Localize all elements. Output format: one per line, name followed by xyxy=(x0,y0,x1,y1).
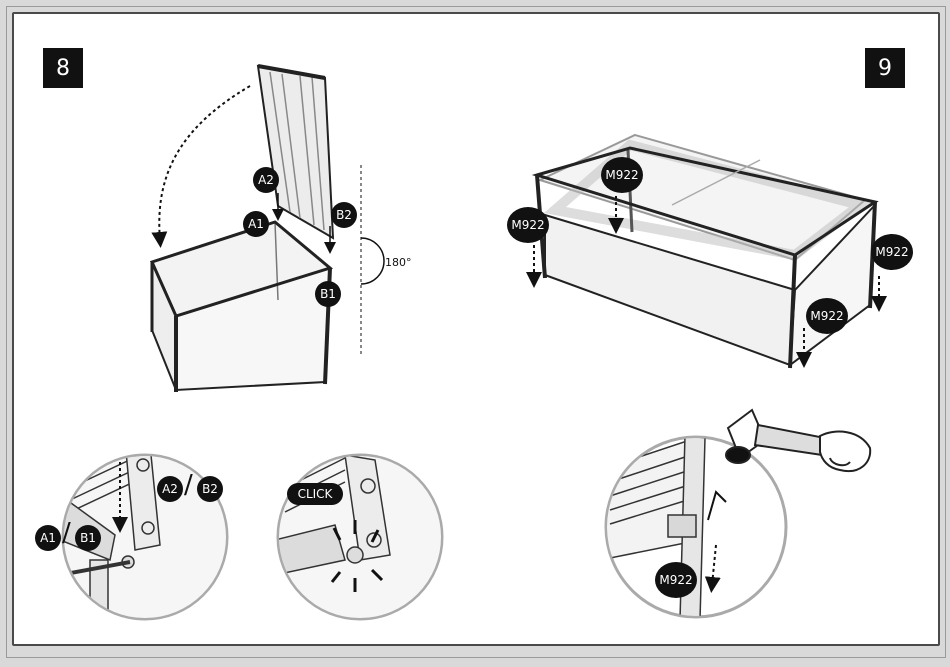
label-m922-detail: M922 xyxy=(655,562,697,598)
detail-label-b2: B2 xyxy=(197,476,223,502)
detail-circle-3 xyxy=(600,435,786,620)
rotation-label: 180° xyxy=(385,256,412,269)
detail-circle-2 xyxy=(275,435,445,620)
step8-lid xyxy=(258,66,333,238)
label-a1: A1 xyxy=(243,211,269,237)
label-b1: B1 xyxy=(315,281,341,307)
label-m922-right: M922 xyxy=(871,234,913,270)
label-a2: A2 xyxy=(253,167,279,193)
label-m922-top: M922 xyxy=(601,157,643,193)
detail-label-a1: A1 xyxy=(35,525,61,551)
detail-slash-top: / xyxy=(184,470,193,500)
detail-label-a2: A2 xyxy=(157,476,183,502)
label-m922-front: M922 xyxy=(806,298,848,334)
step8-box xyxy=(152,222,330,392)
detail-label-b1: B1 xyxy=(75,525,101,551)
detail-slash-bottom: / xyxy=(62,518,71,548)
label-b2: B2 xyxy=(331,202,357,228)
label-m922-left: M922 xyxy=(507,207,549,243)
click-label: CLICK xyxy=(287,483,343,505)
